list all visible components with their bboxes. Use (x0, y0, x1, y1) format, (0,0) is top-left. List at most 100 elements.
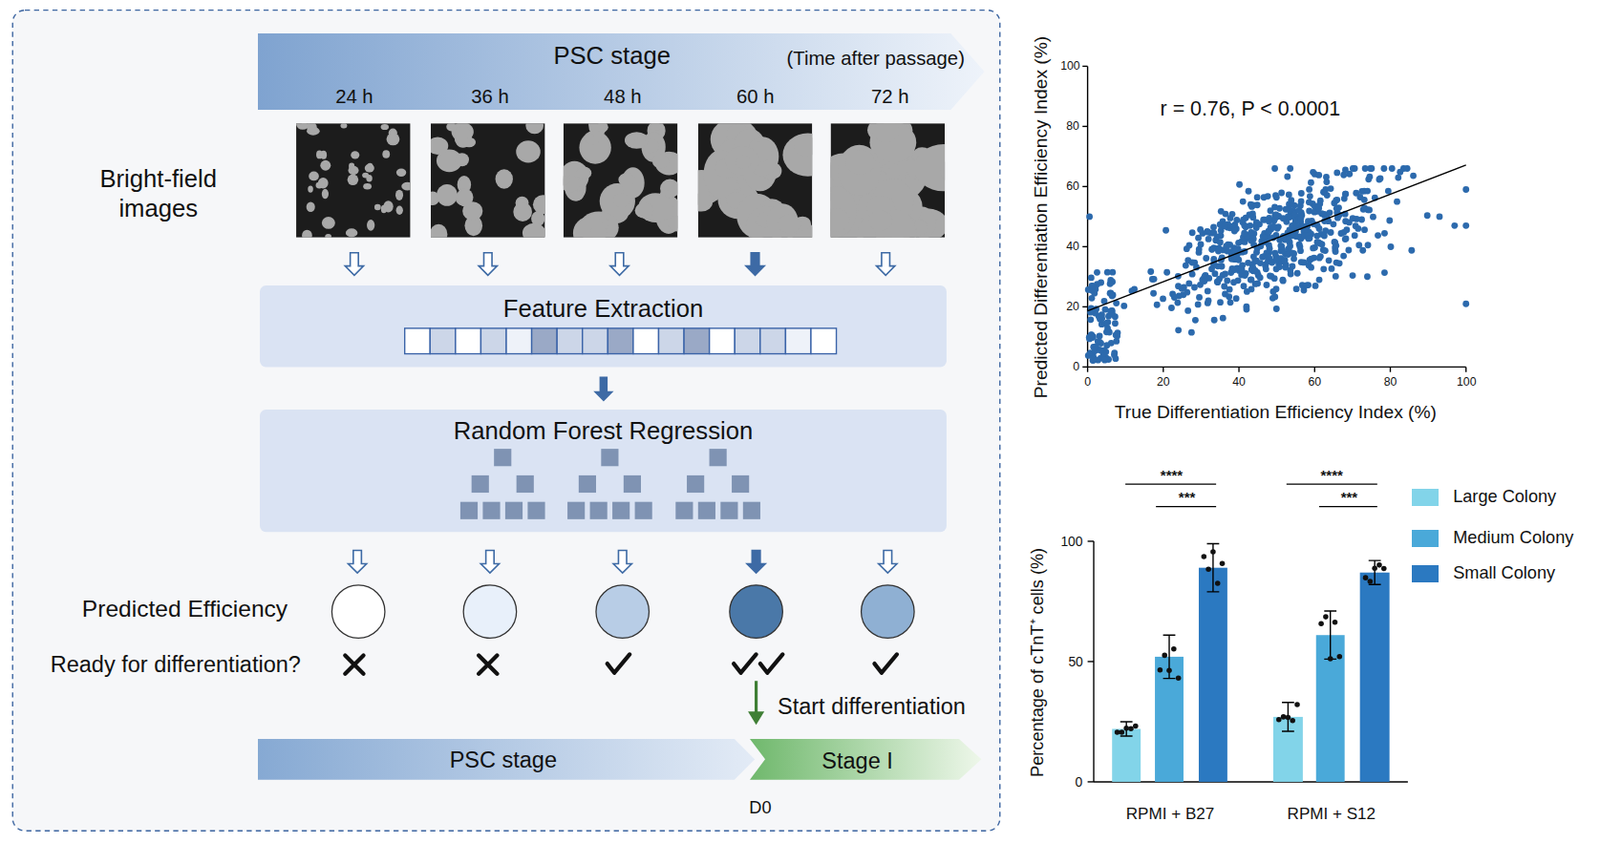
bright-field-image-part (698, 192, 713, 212)
data-point (1361, 226, 1368, 234)
data-point (1246, 222, 1254, 230)
replicate-dot (1318, 620, 1324, 627)
data-point (1408, 247, 1415, 255)
data-point (1185, 279, 1193, 287)
ready-marks (344, 654, 897, 674)
data-point (1097, 347, 1105, 355)
data-point (1306, 234, 1314, 242)
data-point (1333, 170, 1341, 177)
bright-field-image-part (430, 224, 448, 238)
data-point (1191, 284, 1198, 292)
data-point (1263, 281, 1271, 289)
feature-cell (532, 328, 558, 355)
feature-cell (786, 328, 812, 355)
feature-cell (557, 328, 584, 355)
data-point (1150, 290, 1157, 298)
data-point (1195, 249, 1203, 256)
data-point (1254, 193, 1261, 201)
data-point (1265, 218, 1273, 226)
bright-field-image-part (635, 202, 655, 218)
data-point (1315, 205, 1323, 213)
node-shape-part (259, 285, 947, 367)
data-point (1205, 297, 1213, 304)
node-text: 36 h (470, 85, 509, 108)
data-point (1184, 307, 1192, 315)
feature-cell (633, 328, 660, 355)
replicate-dot (1363, 575, 1369, 581)
down-arrow (610, 253, 629, 276)
feature-cell (735, 328, 762, 355)
feature-cell (683, 328, 710, 355)
bright-field-image-part (401, 182, 410, 192)
bar (1360, 573, 1390, 783)
data-point (1325, 256, 1333, 264)
data-point (1262, 265, 1270, 273)
statistic-label: r = 0.76, P < 0.0001 (1160, 97, 1341, 123)
tick-label: 40 (1232, 375, 1246, 390)
replicate-dot (1201, 554, 1208, 560)
tree-node (471, 475, 490, 493)
data-point (1296, 243, 1303, 251)
node-title: PSC stage (553, 41, 671, 71)
data-point (1188, 329, 1195, 337)
data-point (1110, 349, 1118, 357)
bright-field-image-part (340, 123, 347, 128)
node-text: 60 h (736, 85, 774, 108)
data-point (1278, 190, 1285, 197)
tree-node (528, 502, 546, 520)
data-point (1200, 277, 1208, 285)
scatter-points (1085, 165, 1470, 364)
data-point (1309, 245, 1317, 253)
bright-field-image-part (366, 219, 375, 232)
replicate-dot (1157, 667, 1164, 674)
data-point (1462, 222, 1470, 230)
data-point (1192, 317, 1199, 324)
tick-label: 20 (1156, 375, 1171, 390)
data-point (1210, 224, 1217, 232)
bright-field-image-part (386, 132, 401, 146)
data-point (1089, 282, 1097, 290)
data-point (1215, 248, 1222, 256)
stage-band: PSC stage (257, 739, 755, 781)
cross-mark (478, 656, 497, 675)
replicate-dot (1276, 717, 1282, 724)
data-point (1096, 314, 1104, 321)
bright-field-image-part (778, 214, 802, 235)
data-point (1279, 277, 1286, 284)
tree-node (505, 502, 523, 520)
data-point (1355, 241, 1363, 249)
tick (1465, 366, 1467, 372)
data-point (1088, 274, 1095, 281)
data-point (1280, 277, 1287, 285)
tick-label: 100 (1456, 375, 1476, 390)
replicate-dot (1166, 667, 1173, 674)
data-point (1281, 264, 1289, 272)
data-point (1242, 303, 1250, 311)
bar (1111, 729, 1141, 783)
data-point (1217, 208, 1225, 215)
node-title: Feature Extraction (503, 294, 704, 324)
data-point (1247, 201, 1255, 209)
row-label: Bright-field images (82, 164, 235, 224)
data-point (1331, 239, 1339, 247)
tick-label: 80 (1384, 375, 1398, 390)
tick (1082, 65, 1088, 67)
data-point (1385, 188, 1392, 195)
data-point (1450, 222, 1458, 230)
down-arrow (746, 551, 766, 574)
data-point (1349, 272, 1357, 279)
tick (1088, 661, 1094, 662)
data-point (1287, 196, 1295, 204)
data-point (1173, 299, 1181, 307)
data-point (1289, 263, 1297, 271)
data-point (1409, 172, 1417, 180)
feature-cell (760, 328, 787, 355)
data-point (1168, 304, 1175, 312)
feature-cell (481, 328, 508, 355)
scatter-axes (1082, 65, 1466, 372)
tree-node (721, 502, 739, 520)
bright-field-image-part (320, 160, 331, 171)
bright-field-image-part (649, 123, 661, 131)
data-point (1287, 271, 1295, 278)
replicate-dot (1285, 715, 1292, 722)
